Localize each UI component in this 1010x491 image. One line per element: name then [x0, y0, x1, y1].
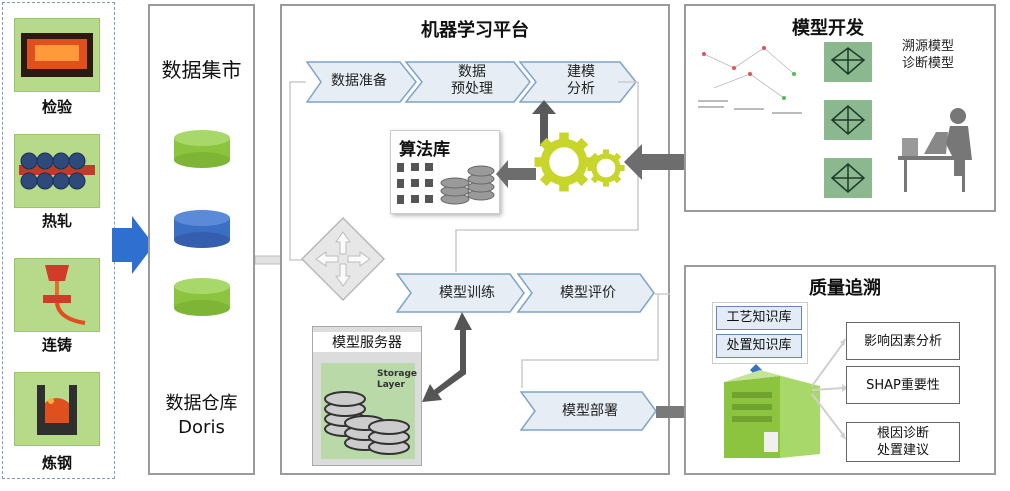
model-dev-sketch [698, 46, 802, 114]
continuous-casting-icon [43, 265, 86, 325]
model-server: 模型服务器 Storage Layer [312, 326, 422, 466]
model-server-title: 模型服务器 [313, 332, 421, 352]
storage-layer-panel: Storage Layer [321, 363, 418, 459]
training-chevrons [396, 273, 655, 313]
flow-connectors [289, 81, 670, 388]
routing-diamond-icon [300, 216, 386, 302]
gear-icon [535, 133, 594, 192]
blue-database-icon [174, 210, 230, 248]
warehouse-title: 数据仓库 Doris [150, 392, 253, 440]
source-label-casting: 连铸 [41, 336, 72, 354]
source-label-hot-rolling: 热轧 [41, 212, 72, 230]
green-database-icon-2 [174, 278, 230, 316]
developer-at-desk-icon [898, 108, 972, 192]
algorithm-library-title: 算法库 [399, 140, 450, 160]
step-preprocess: 数据 预处理 [451, 64, 493, 97]
inspection-image [14, 18, 100, 92]
warehouse-line1: 数据仓库 [165, 393, 238, 414]
network-model-icons [824, 42, 872, 198]
disposal-knowledge-base: 处置知识库 [716, 334, 802, 358]
model-dev-title: 模型开发 [792, 18, 864, 39]
model-dev-models: 溯源模型 诊断模型 [901, 39, 954, 71]
step-training: 模型训练 [439, 285, 495, 301]
storage-database-icons [324, 391, 410, 455]
quality-title: 质量追溯 [809, 278, 881, 299]
server-computer-icon [724, 364, 820, 458]
step-evaluation: 模型评价 [560, 285, 616, 301]
process-knowledge-base: 工艺知识库 [716, 306, 802, 330]
algorithm-library: 算法库 [390, 130, 500, 214]
inspection-furnace-icon [21, 33, 93, 77]
source-label-steelmaking: 炼钢 [41, 454, 72, 472]
output-shap-importance: SHAP重要性 [846, 366, 960, 404]
data-mart-title: 数据集市 [161, 58, 242, 82]
storage-layer-label: Storage Layer [377, 369, 418, 390]
step-data-prep: 数据准备 [331, 73, 387, 89]
database-cylinders [174, 130, 230, 316]
server-training-double-arrow [422, 312, 472, 402]
source-to-mart-arrow [112, 216, 154, 274]
output-connectors [811, 338, 848, 440]
casting-image [14, 258, 100, 332]
step-modeling: 建模 分析 [567, 64, 595, 97]
steelmaking-image [14, 372, 100, 446]
hot-rolling-image [14, 134, 100, 208]
deploy-chevron [520, 391, 657, 431]
gear-icon-small [587, 149, 624, 186]
output-factor-analysis: 影响因素分析 [846, 322, 960, 360]
green-database-icon [174, 130, 230, 168]
gears-and-arrows [496, 100, 816, 206]
output-root-cause: 根因诊断 处置建议 [846, 422, 960, 462]
hot-rolling-icon [19, 152, 95, 190]
steelmaking-icon [37, 385, 77, 435]
algorithm-icons [397, 163, 495, 205]
step-deploy: 模型部署 [562, 403, 618, 419]
source-label-inspection: 检验 [41, 98, 72, 116]
warehouse-line2: Doris [178, 417, 225, 438]
ml-platform-title: 机器学习平台 [421, 20, 529, 41]
top-process-chevrons [306, 61, 637, 103]
